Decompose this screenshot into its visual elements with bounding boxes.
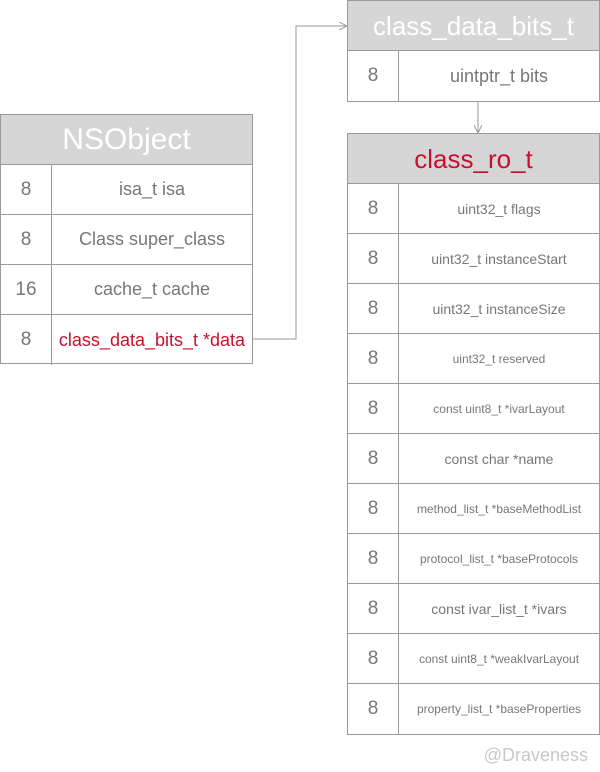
field-name: const ivar_list_t *ivars [431,600,567,617]
field-size: 8 [348,584,399,633]
field-size: 8 [1,315,52,365]
field-size: 8 [1,215,52,264]
nsobject-row-data: 8 class_data_bits_t *data [1,315,252,365]
field-size: 8 [348,51,399,101]
class-ro-row: 8 uint32_t instanceStart [348,234,599,284]
class-ro-row: 8 uint32_t instanceSize [348,284,599,334]
field-name: method_list_t *baseMethodList [416,501,582,516]
field-name: uint32_t instanceStart [431,250,567,267]
class-ro-row: 8 protocol_list_t *baseProtocols [348,534,599,584]
nsobject-struct: NSObject 8 isa_t isa 8 Class super_class… [0,114,253,365]
class-ro-title: class_ro_t [348,134,599,184]
author-watermark: @Draveness [483,745,588,765]
class-data-bits-struct: class_data_bits_t 8 uintptr_t bits [347,0,600,102]
field-size: 8 [348,534,399,583]
class-ro-row: 8 property_list_t *baseProperties [348,684,599,734]
class-ro-row: 8 method_list_t *baseMethodList [348,484,599,534]
field-size: 8 [348,184,399,233]
field-name: property_list_t *baseProperties [416,702,582,716]
field-name: const char *name [444,450,554,467]
field-name: const uint8_t *ivarLayout [433,401,565,416]
class-ro-row: 8 const ivar_list_t *ivars [348,584,599,634]
field-size: 8 [348,684,399,734]
class-ro-row: 8 const uint8_t *ivarLayout [348,384,599,434]
field-size: 8 [348,234,399,283]
field-name: isa_t isa [118,179,186,199]
nsobject-title: NSObject [1,115,252,165]
field-size: 8 [348,334,399,383]
class-data-bits-title: class_data_bits_t [348,1,599,51]
field-name: const uint8_t *weakIvarLayout [418,651,580,666]
field-size: 8 [348,484,399,533]
field-size: 8 [348,384,399,433]
field-name: uint32_t flags [457,200,541,217]
nsobject-row-cache: 16 cache_t cache [1,265,252,315]
class-ro-row: 8 uint32_t reserved [348,334,599,384]
field-name-highlighted: class_data_bits_t *data [58,329,246,350]
field-size: 8 [1,165,52,214]
field-name: uint32_t instanceSize [432,300,566,317]
field-name: uint32_t reserved [452,351,546,366]
class-ro-row: 8 const char *name [348,434,599,484]
class-ro-row: 8 uint32_t flags [348,184,599,234]
field-name: protocol_list_t *baseProtocols [419,551,579,566]
nsobject-row-isa: 8 isa_t isa [1,165,252,215]
class-data-bits-row-bits: 8 uintptr_t bits [348,51,599,101]
field-name: uintptr_t bits [449,65,549,86]
field-size: 8 [348,434,399,483]
field-name: cache_t cache [93,279,211,299]
field-size: 16 [1,265,52,314]
class-ro-row: 8 const uint8_t *weakIvarLayout [348,634,599,684]
data-to-bits-arrow [253,26,346,340]
field-size: 8 [348,284,399,333]
nsobject-row-super-class: 8 Class super_class [1,215,252,265]
field-size: 8 [348,634,399,683]
class-ro-struct: class_ro_t 8 uint32_t flags 8 uint32_t i… [347,133,600,735]
field-name: Class super_class [78,229,226,249]
